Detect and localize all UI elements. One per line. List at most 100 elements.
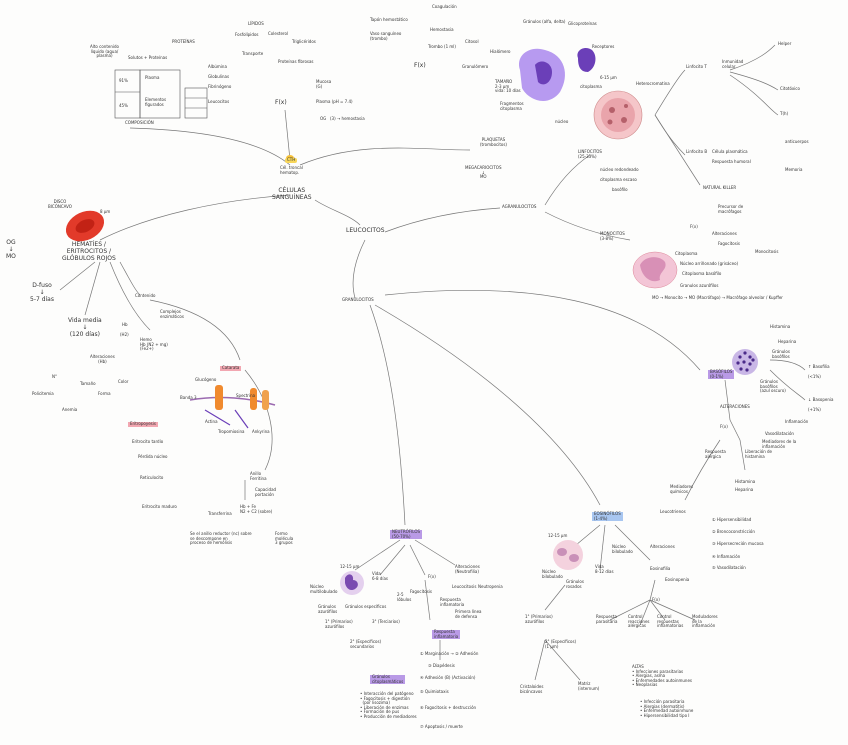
lympho-type-t: Linfocito T — [686, 64, 707, 69]
agranulocitos-label: AGRANULOCITOS — [502, 204, 537, 209]
lympho-note-1: citoplasma escaso — [600, 177, 637, 182]
erythro-lifespan: D-fuso ↓ 5-7 días — [30, 282, 54, 303]
eosino-cell-0: Núcleo bilobulado — [542, 569, 563, 579]
lympho-nk: NATURAL KILLER — [703, 185, 737, 190]
erythro-vida-media: Vida media ↓ (120 días) — [68, 317, 102, 338]
neutro-fx-0: Fagocitosis — [410, 589, 432, 594]
erythro-step-2: Reticulocito — [140, 475, 164, 480]
erythro-alt-2: Forma — [98, 391, 111, 396]
eosino-gran-1: 2° (Específicos) (1 µm) — [545, 639, 577, 649]
platelets-fragments: Fragmentos citoplasma — [500, 101, 524, 111]
erythro-cat-3: Actina — [205, 419, 218, 424]
erythro-step-1: Pérdida núcleo — [138, 454, 168, 459]
eosino-fx: F(x) — [652, 597, 660, 602]
erythro-hemo: Hemo Hb (N2 + mg) (Fe2+) — [140, 337, 168, 352]
erythro-alt-1: Tamaño — [80, 381, 96, 386]
erythro-eritropoyesis: Eritropoyesis — [128, 421, 158, 427]
platelets-top-3: Vaso sanguíneo (trombo) — [370, 31, 402, 41]
eosino-bottom-r: Matriz (internum) — [578, 681, 600, 691]
neutro-step-0: ① Marginación → ② Adhesión — [420, 651, 479, 656]
eosino-lobes: Núcleo bilobulado — [612, 544, 633, 554]
composition-right-3: Leucocitos — [208, 99, 230, 104]
lympho-cell-label-0: citoplasma — [580, 84, 602, 89]
composition-title: COMPOSICIÓN — [125, 120, 154, 125]
baso-granule-0: Histamina — [770, 324, 791, 329]
baso-num-0: ① Hipersensibilidad — [712, 517, 752, 522]
erythro-cell-caption: DISCO BICÓNCAVO — [48, 199, 72, 209]
center-title: CÉLULAS SANGUÍNEAS — [272, 187, 312, 201]
neutro-cell-0: Núcleo multilobulado — [310, 584, 338, 594]
erythro-complejos: Complejos enzimáticos — [160, 309, 184, 319]
eosino-bottom-list: • Infección parasitaria • Alergias (derm… — [640, 699, 694, 718]
eosino-size: 12-15 µm — [548, 533, 568, 538]
platelets-cell-note: TAMAÑO 2-3 µm vida: 10 días — [495, 79, 521, 94]
neutro-title: NEUTRÓFILOS (50-70%) — [390, 529, 423, 540]
eosino-fx-1: Control reacciones alérgicas — [628, 614, 650, 629]
neutro-alt-0: Leucocitosis — [452, 584, 477, 589]
neutro-step-2: ④ Adhesión (B) (Activación) — [420, 675, 476, 680]
mono-alt-sub: Monocitosis — [755, 249, 779, 254]
eosino-fx-3: Moduladores de la inflamación — [692, 614, 718, 629]
baso-alt-0: ↑ Basofilia — [808, 364, 830, 369]
baso-fx-sub-1: Vasodilatación — [765, 431, 794, 436]
granulocitos-label: GRANULOCITOS — [342, 297, 374, 302]
eosino-gran-0: 1° (Primarios) azurófilos — [525, 614, 553, 624]
erythro-cat-1: Spectrina — [236, 393, 256, 398]
composition-top-2: PROTEÍNAS — [172, 39, 195, 44]
baso-side-2: Heparina — [735, 487, 754, 492]
erythro-alt-sub-1: Anemia — [62, 407, 78, 412]
lipids-item-2: Colesterol — [268, 31, 289, 36]
erythro-alt-0: N° — [52, 374, 57, 379]
erythro-transferrina: Transferrina — [208, 511, 232, 516]
baso-num-3: ④ Inflamación — [712, 554, 741, 559]
composition-row-3: 45% — [119, 103, 128, 108]
composition-top-0: Alto contenido líquido (agua/ plasma) — [90, 44, 119, 59]
platelets-fx: F(x) — [414, 62, 426, 69]
eosino-fx-2: Control respuestas inflamatorias — [657, 614, 684, 629]
erythro-bottom-note: Se el anillo reductor (nc) sobre se desc… — [190, 531, 252, 546]
mono-cell-label-0: Citoplasma — [675, 251, 698, 256]
lympho-tcell-2: T(h) — [780, 111, 789, 116]
baso-granule-1: Heparina — [778, 339, 797, 344]
platelets-granulos: Gránulos (alfa, delta) — [523, 19, 566, 24]
neutro-size: 12-15 µm — [340, 564, 360, 569]
neutro-life: Vida 6-8 días — [372, 571, 388, 581]
erythro-step-3: Eritrocito maduro — [142, 504, 177, 509]
lipids-og: OG — [320, 116, 327, 121]
lipids-mucosa: Mucosa (G) — [316, 79, 332, 89]
neutro-secondary-2: 3° (Terciarios) — [372, 619, 400, 624]
lympho-note-0: núcleo redondeado — [600, 167, 639, 172]
origin-sub: Cél. troncal hematop. — [280, 165, 303, 175]
mono-bottom-note: MO → Monocito → MO (Macrófago) → Macrófa… — [652, 295, 783, 300]
lympho-bcell-1: Memoria — [785, 167, 803, 172]
lympho-bcell-label-1: anticuerpos — [785, 139, 809, 144]
baso-alteraciones: ALTERACIONES — [720, 404, 750, 409]
erythro-alt-sub-0: Policitemia — [32, 391, 54, 396]
eosino-bottom-note: ALTAS • Infecciones parasitarias • Alerg… — [632, 664, 692, 688]
baso-alt-1: ↓ Basopenia — [808, 397, 834, 402]
mono-alt: Alteraciones — [712, 231, 737, 236]
mono-cell-label-1: Núcleo arriñonado (grisáceo) — [680, 261, 739, 266]
erythro-cat-0: Glucógeno — [195, 377, 217, 382]
eosinophil-drawing — [553, 540, 583, 570]
lipids-item-3: Triglicéridos — [292, 39, 316, 44]
erythro-og-mo: OG ↓ MO — [6, 239, 16, 260]
neutro-step-5: ⑦ Apoptosis / muerte — [420, 724, 463, 729]
erythro-cat-5: Ankyrina — [252, 429, 270, 434]
erythro-title: HEMATÍES / ERITROCITOS / GLÓBULOS ROJOS — [62, 241, 116, 262]
neutro-bottom: • Interacción del patógeno • Fagocitosis… — [360, 691, 417, 719]
lympho-tcell-1: Citotóxico — [780, 86, 800, 91]
platelets-title: PLAQUETAS (trombocitos) — [480, 137, 507, 147]
platelets-origin: MEGACARIOCITOS ↓ MO — [465, 165, 502, 180]
erythro-anillo: Anillo Ferritina — [250, 471, 267, 481]
composition-top-1: Solutos + Proteínas — [128, 55, 168, 60]
baso-num-4: ⑤ Vasodilatación — [712, 565, 746, 570]
erythro-contenido: Contenido — [135, 293, 156, 298]
lympho-type-b: Linfocito B — [686, 149, 708, 154]
composition-row-1: Plasma — [145, 75, 160, 80]
composition-right-1: Globulinas — [208, 74, 230, 79]
erythro-hb: Hb — [122, 322, 128, 327]
baso-granule-2: Gránulos basófilos — [772, 349, 790, 359]
baso-side-3: Leucotrienos — [660, 509, 686, 514]
neutro-secondary-0: 1° (Primarios) azurófilos — [325, 619, 353, 629]
